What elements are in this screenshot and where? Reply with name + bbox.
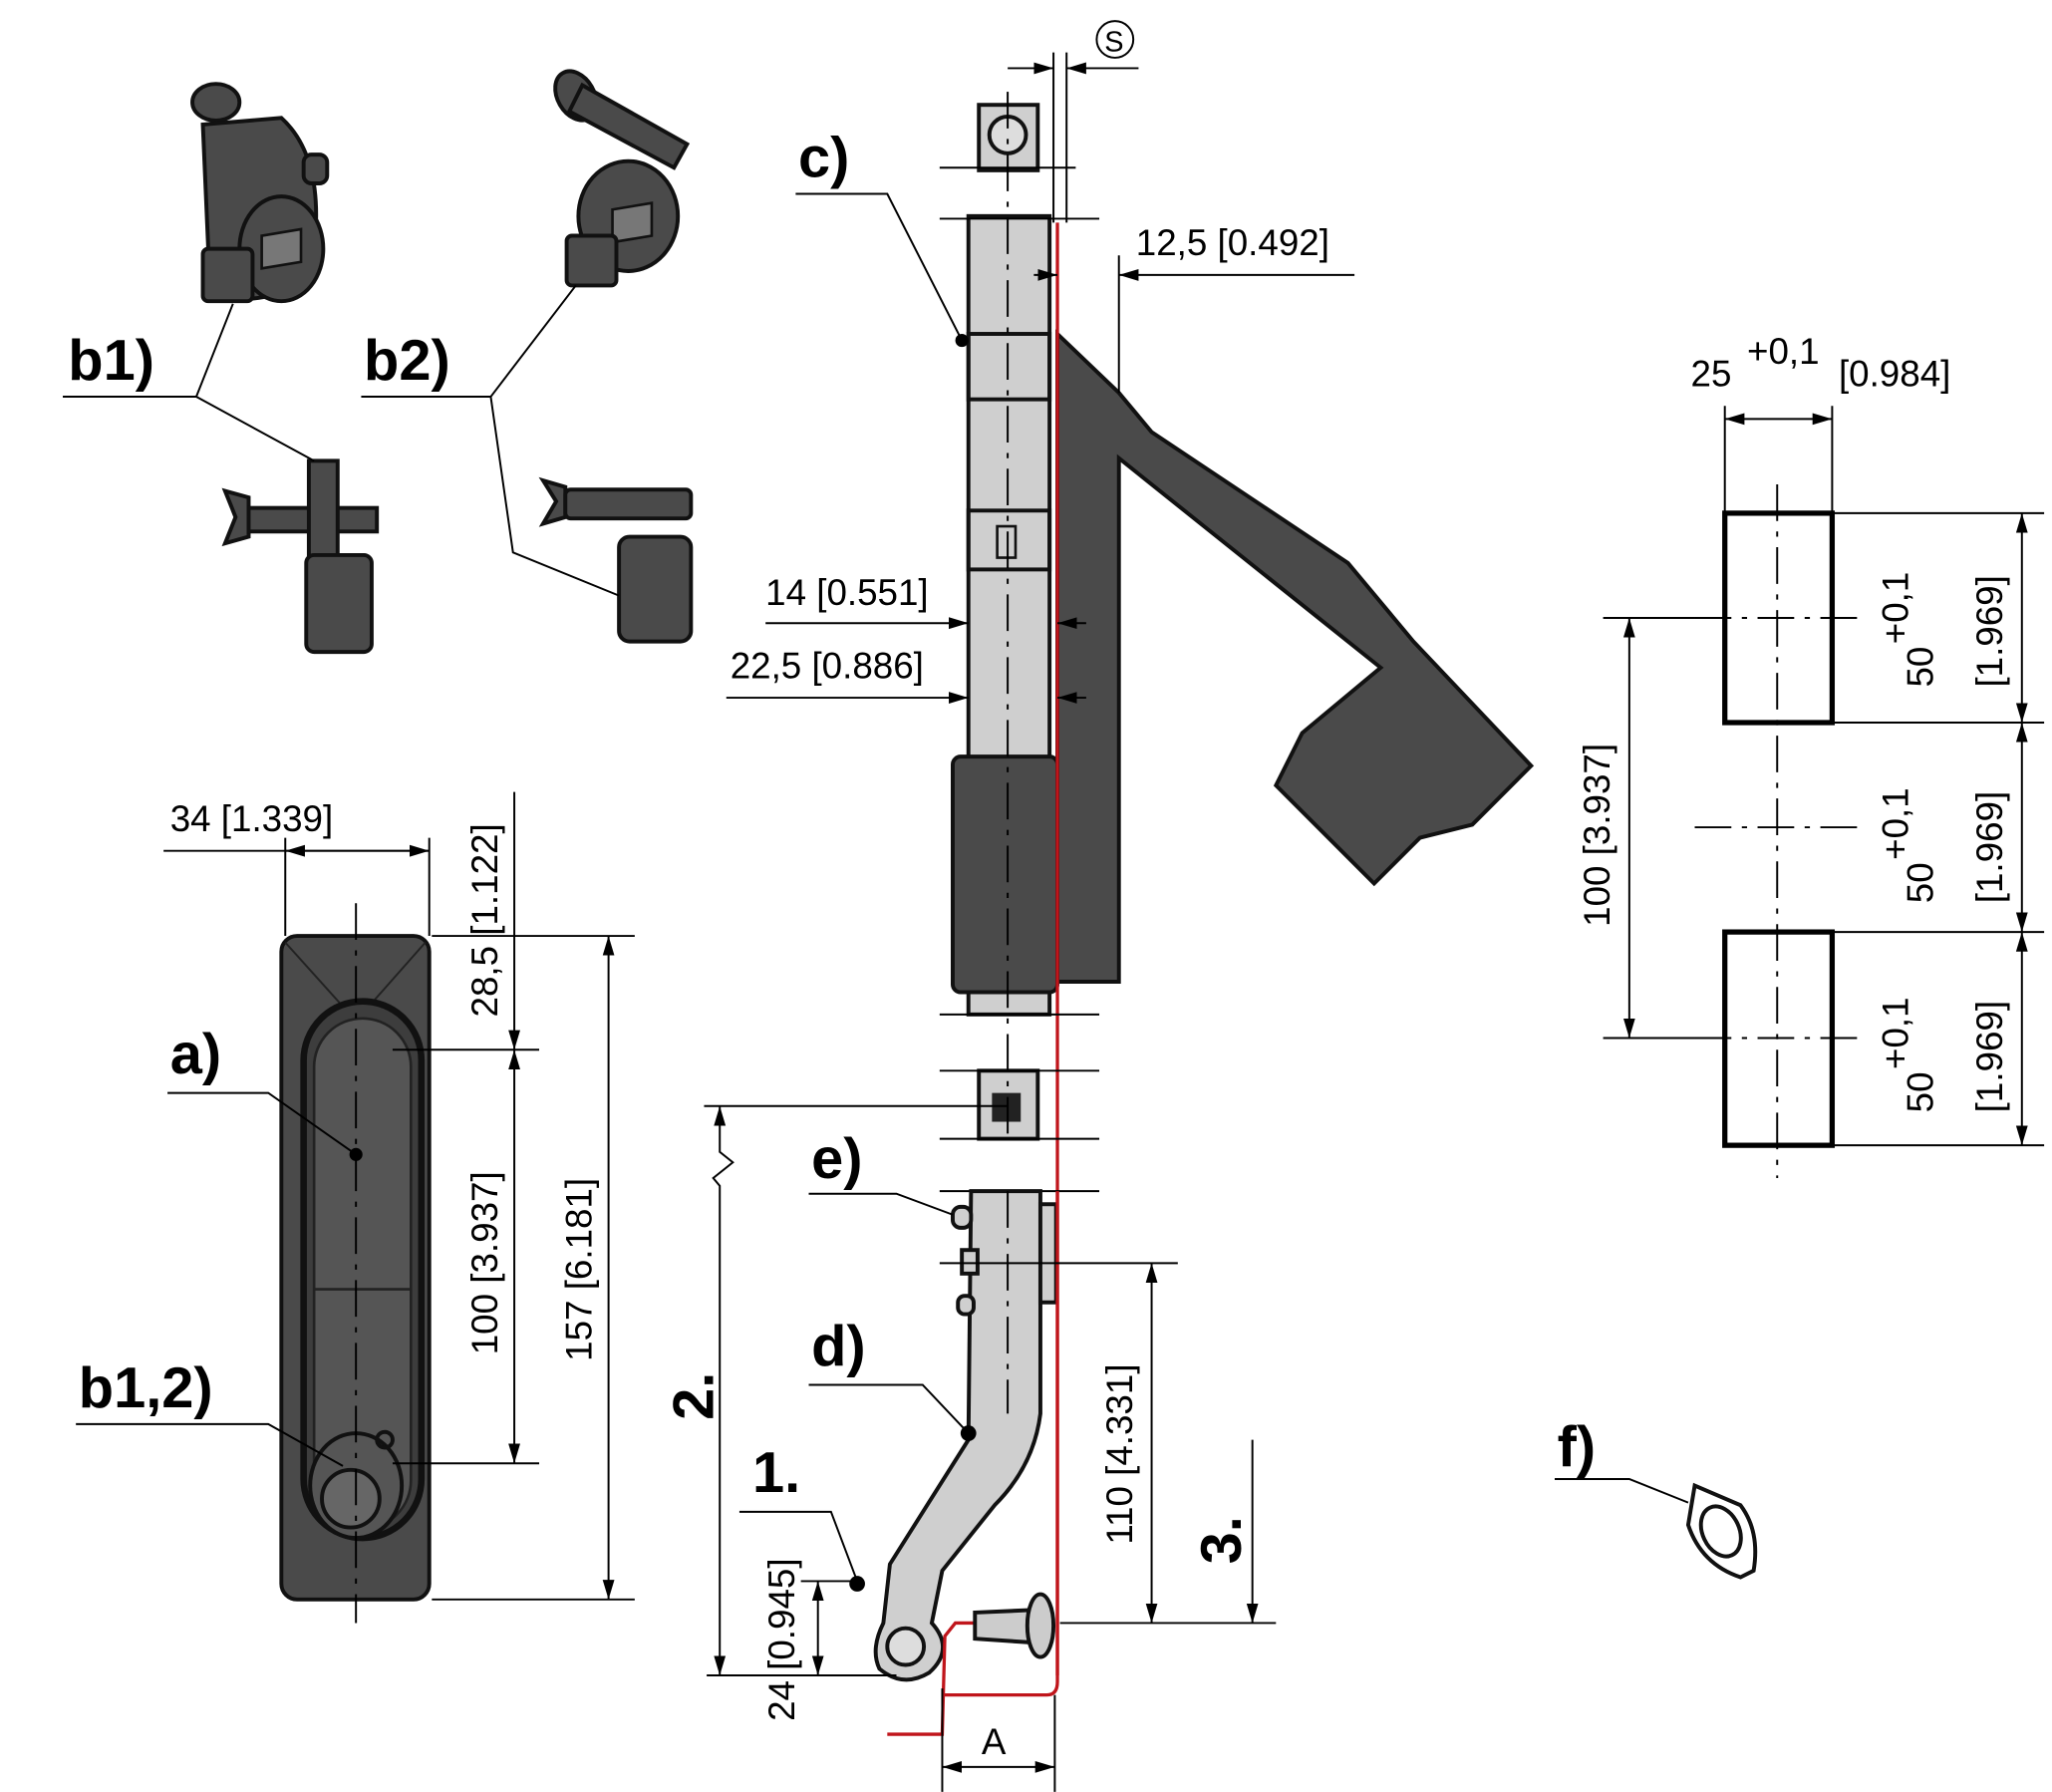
dim-height-24: 24 [0.945] <box>761 1558 802 1720</box>
dim-gap-a: A <box>982 1721 1007 1762</box>
dim-cutout-width-in: [0.984] <box>1839 354 1950 395</box>
dimensions-front-view <box>163 791 635 1601</box>
dim-depth-14: 14 [0.551] <box>765 572 928 613</box>
handle-front-view <box>279 903 432 1624</box>
dim-cutout-h1-in: [1.969] <box>1969 575 2010 687</box>
label-b1-2: b1,2) <box>79 1356 213 1420</box>
label-c: c) <box>798 126 849 189</box>
part-b1-screw-bracket <box>221 458 380 655</box>
leader-f <box>1555 1478 1689 1504</box>
leader-c <box>795 192 964 342</box>
label-e: e) <box>811 1127 862 1191</box>
dim-height-110: 110 [4.331] <box>1099 1363 1140 1544</box>
dim-depth-22-5: 22,5 [0.886] <box>731 645 924 686</box>
dim-depth-12-5: 12,5 [0.492] <box>1136 222 1329 263</box>
s-symbol-circle <box>1095 20 1135 59</box>
dim-cutout-h3-tol: +0,1 <box>1876 997 1916 1069</box>
label-step-3: 3. <box>1190 1516 1254 1564</box>
part-b2-screw-bracket <box>538 476 694 644</box>
leader-a <box>167 1091 357 1156</box>
dim-pitch-100: 100 [3.937] <box>464 1171 505 1354</box>
dim-cutout-h1: 50 <box>1901 647 1941 688</box>
label-a: a) <box>170 1023 221 1086</box>
part-f-clip <box>1685 1482 1758 1580</box>
dim-cutout-h3-in: [1.969] <box>1969 1001 2010 1112</box>
dim-cutout-h2-tol: +0,1 <box>1876 787 1916 860</box>
lock-insert-icon <box>320 1467 382 1530</box>
dim-length-157: 157 [6.181] <box>559 1178 600 1361</box>
dim-cutout-h3: 50 <box>1901 1071 1941 1112</box>
dim-cutout-h2-in: [1.969] <box>1969 791 2010 903</box>
label-step-2: 2. <box>663 1372 727 1420</box>
leader-e <box>808 1192 954 1216</box>
dim-width-34: 34 [1.339] <box>170 798 333 839</box>
label-d: d) <box>811 1315 866 1378</box>
locking-rod <box>873 1189 1059 1736</box>
label-step-1: 1. <box>752 1441 800 1505</box>
part-b1-cam-assembly <box>190 82 330 304</box>
part-b2-pin-and-cam <box>553 69 691 288</box>
panel-cutout <box>1603 406 2045 1178</box>
leader-b1-2 <box>76 1422 344 1467</box>
leader-d <box>808 1383 970 1434</box>
s-symbol: S <box>1104 26 1123 58</box>
dim-cutout-h2: 50 <box>1901 862 1941 903</box>
dim-cutout-width-tol: +0,1 <box>1747 331 1820 372</box>
dim-cutout-h1-tol: +0,1 <box>1876 572 1916 645</box>
leader-b2 <box>361 284 620 597</box>
label-b2: b2) <box>364 329 450 393</box>
leader-1 <box>738 1510 859 1582</box>
dim-cutout-pitch: 100 [3.937] <box>1577 744 1617 927</box>
dim-top-28-5: 28,5 [1.122] <box>464 823 505 1017</box>
label-f: f) <box>1558 1415 1596 1479</box>
label-b1: b1) <box>68 329 154 393</box>
dim-cutout-width: 25 <box>1691 354 1732 395</box>
leader-b1 <box>63 303 315 462</box>
handle-side-view <box>950 92 1535 1675</box>
